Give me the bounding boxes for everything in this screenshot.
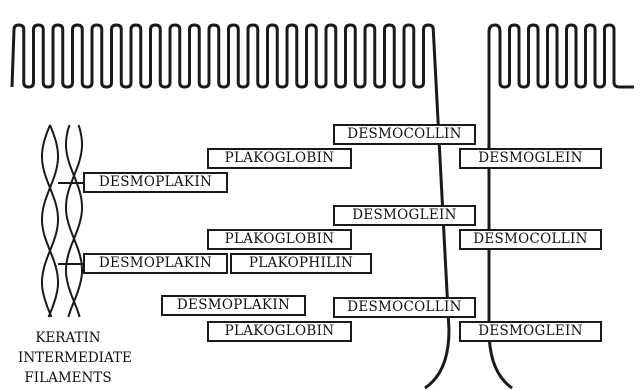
desmoplakin-label-1: DESMOPLAKIN (83, 172, 228, 193)
desmoglein-label-1: DESMOGLEIN (459, 148, 602, 169)
keratin-filament-helix (41, 124, 83, 318)
desmoglein-label-2: DESMOGLEIN (333, 205, 476, 226)
plakophilin-label: PLAKOPHILIN (230, 253, 372, 274)
desmocollin-label-2: DESMOCOLLIN (459, 229, 602, 250)
desmocollin-label-3: DESMOCOLLIN (333, 297, 476, 318)
caption-line-2: INTERMEDIATE (18, 350, 132, 366)
desmoplakin-label-2: DESMOPLAKIN (83, 253, 228, 274)
caption-line-3: FILAMENTS (24, 370, 112, 386)
filament-strand-2b (65, 124, 83, 318)
plasma-membrane-right (487, 23, 634, 390)
caption-line-1: KERATIN (35, 330, 101, 346)
plakoglobin-label-3: PLAKOGLOBIN (207, 321, 352, 342)
desmoglein-label-3: DESMOGLEIN (459, 321, 602, 342)
desmoplakin-label-3: DESMOPLAKIN (161, 295, 306, 316)
desmocollin-label-1: DESMOCOLLIN (333, 124, 476, 145)
plakoglobin-label-1: PLAKOGLOBIN (207, 148, 352, 169)
filament-strand-1a (41, 124, 59, 318)
plasma-membrane-left (10, 23, 451, 390)
plakoglobin-label-2: PLAKOGLOBIN (207, 229, 352, 250)
filament-strand-2a (65, 124, 83, 318)
keratin-filaments-caption: KERATIN INTERMEDIATE FILAMENTS (18, 328, 132, 388)
filament-strand-1b (41, 124, 59, 318)
